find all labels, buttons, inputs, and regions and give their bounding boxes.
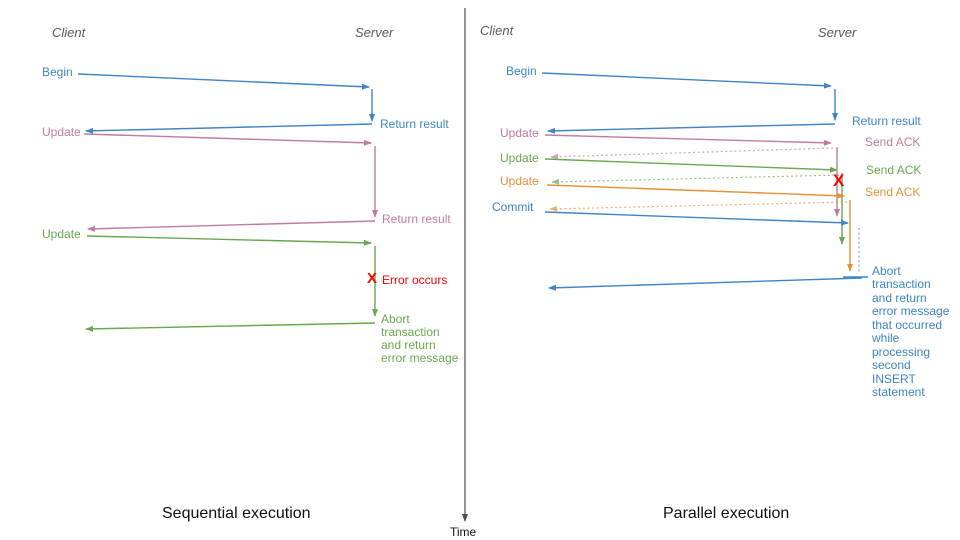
right-update-3-label: Update — [500, 174, 539, 188]
left-abort-response-arrow — [85, 322, 376, 332]
left-abort-message: Abort transaction and return error messa… — [381, 312, 459, 365]
right-update1-ack-arrow — [550, 147, 834, 160]
left-return-result-1-label: Return result — [380, 117, 449, 131]
left-return-result-2-label: Return result — [382, 212, 451, 226]
left-error-occurs-label: Error occurs — [382, 273, 448, 287]
left-error-x-icon: X — [367, 270, 378, 287]
right-begin-request-arrow — [541, 72, 832, 89]
right-caption: Parallel execution — [663, 505, 790, 522]
right-commit-request-arrow — [544, 211, 849, 226]
left-caption: Sequential execution — [162, 505, 311, 522]
right-error-x-icon: X — [833, 171, 845, 190]
right-server-header: Server — [818, 25, 857, 40]
right-begin-label: Begin — [506, 64, 537, 78]
left-begin-response-arrow — [85, 123, 373, 134]
right-commit-label: Commit — [492, 200, 534, 214]
left-update1-request-arrow — [83, 133, 372, 146]
right-client-header: Client — [480, 23, 514, 38]
left-server-header: Server — [355, 25, 394, 40]
right-return-result-label: Return result — [852, 114, 921, 128]
right-update-2-label: Update — [500, 151, 539, 165]
right-update2-request-arrow — [544, 158, 838, 173]
left-client-header: Client — [52, 25, 86, 40]
left-begin-request-arrow — [77, 73, 370, 90]
right-abort-response-arrow — [548, 277, 863, 291]
right-send-ack-1-label: Send ACK — [865, 135, 921, 149]
right-update2-ack-arrow — [551, 174, 840, 185]
right-update-1-label: Update — [500, 126, 539, 140]
right-update3-ack-arrow — [549, 201, 848, 212]
right-update3-request-arrow — [546, 184, 845, 199]
right-begin-response-arrow — [547, 123, 836, 134]
left-update2-request-arrow — [86, 235, 372, 246]
right-send-ack-2-label: Send ACK — [866, 163, 922, 177]
time-axis-label: Time — [450, 525, 477, 539]
right-send-ack-3-label: Send ACK — [865, 185, 921, 199]
left-update-1-label: Update — [42, 125, 81, 139]
left-update1-response-arrow — [87, 220, 376, 232]
right-update1-request-arrow — [544, 134, 832, 146]
left-update-2-label: Update — [42, 227, 81, 241]
left-begin-label: Begin — [42, 65, 73, 79]
right-abort-message: Abort transaction and return error messa… — [872, 264, 950, 399]
